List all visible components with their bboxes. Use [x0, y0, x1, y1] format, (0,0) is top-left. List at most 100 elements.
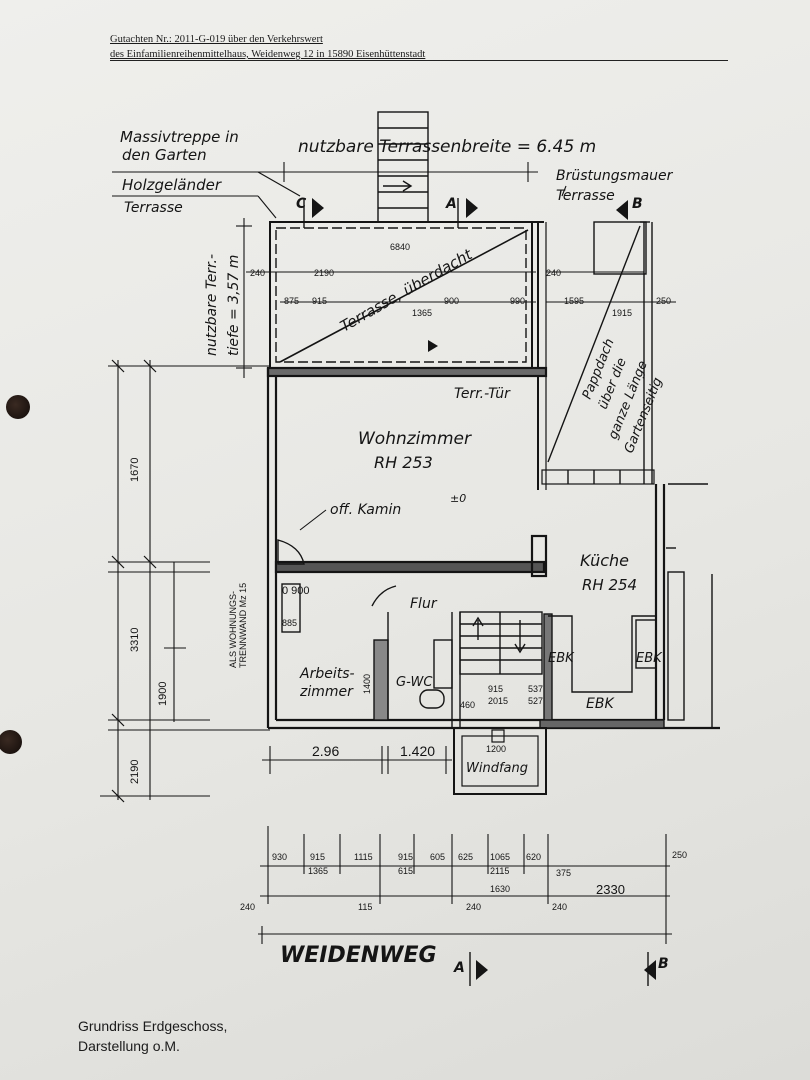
- bottom-dimension-chain: [258, 746, 672, 944]
- label-ebk-3: EBK: [586, 696, 615, 712]
- label-terr-tuer: Terr.-Tür: [454, 386, 511, 402]
- dim-b605: 605: [430, 852, 445, 862]
- dim-885: 885: [282, 618, 297, 628]
- label-wohnzimmer: Wohnzimmer: [358, 429, 472, 449]
- dim-240-a: 240: [250, 268, 265, 278]
- dim-1915: 1915: [612, 308, 632, 318]
- dim-2960: 2.96: [312, 743, 339, 759]
- label-nutzbare-tiefe-1: nutzbare Terr.-: [204, 254, 220, 356]
- dim-240-b: 240: [546, 268, 561, 278]
- label-ebk-1: EBK: [548, 651, 575, 666]
- punch-hole-bottom: [0, 730, 22, 754]
- label-leaders: [112, 171, 567, 531]
- label-massivtreppe-1: Massivtreppe in: [120, 128, 239, 146]
- punch-hole-top: [6, 395, 30, 419]
- label-offener-kamin: off. Kamin: [330, 502, 401, 518]
- caption-line-2: Darstellung o.M.: [78, 1038, 180, 1054]
- dim-990: 990: [510, 296, 525, 306]
- label-windfang: Windfang: [466, 761, 528, 776]
- label-terrasse-ueberdacht: Terrasse, überdacht: [337, 245, 476, 336]
- dim-b930: 930: [272, 852, 287, 862]
- right-outer-elements: [666, 483, 713, 728]
- dim-1200: 1200: [486, 744, 506, 754]
- label-rh-wohnzimmer: RH 253: [374, 453, 433, 472]
- dim-6840: 6840: [390, 242, 410, 252]
- label-terrasse-right: Terrasse: [556, 188, 615, 204]
- label-trennwand-2: TRENNWAND Mz 15: [238, 583, 248, 668]
- label-gwc: G-WC: [396, 675, 433, 690]
- dim-b375: 375: [556, 868, 571, 878]
- label-kueche: Küche: [580, 551, 629, 570]
- dim-b250: 250: [672, 850, 687, 860]
- header-line-1: Gutachten Nr.: 2011-G-019 über den Verke…: [110, 34, 323, 45]
- dim-b915: 915: [310, 852, 325, 862]
- left-dimension-chain: [100, 360, 270, 800]
- dim-1670: 1670: [129, 458, 141, 482]
- dim-915-b: 915: [488, 684, 503, 694]
- dim-b1365: 1365: [308, 866, 328, 876]
- dim-b1065: 1065: [490, 852, 510, 862]
- label-nutzbare-breite: nutzbare Terrassenbreite = 6.45 m: [298, 137, 596, 157]
- dim-915: 915: [312, 296, 327, 306]
- dim-1400: 1400: [362, 674, 372, 694]
- dim-b240-b: 240: [466, 902, 481, 912]
- fireplace: [277, 539, 305, 565]
- dim-527: 527: [528, 696, 543, 706]
- dim-b115: 115: [358, 902, 372, 912]
- caption-line-1: Grundriss Erdgeschoss,: [78, 1018, 228, 1034]
- section-markers: [303, 198, 656, 986]
- dim-900: 900: [444, 296, 459, 306]
- interior-stairs: [459, 611, 553, 721]
- dim-b615: 615: [398, 866, 413, 876]
- section-a-top: A: [445, 196, 457, 212]
- study-walls: [281, 583, 389, 721]
- dim-537: 537: [528, 684, 543, 694]
- label-rh-kueche: RH 254: [582, 576, 637, 594]
- label-arbeitszimmer-2: zimmer: [299, 684, 354, 700]
- dim-460: 460: [460, 700, 475, 710]
- right-parapet: [541, 221, 655, 485]
- label-bruestungsmauer: Brüstungsmauer: [556, 168, 674, 184]
- vestibule: [453, 727, 547, 795]
- dim-0-900: 0 900: [282, 585, 310, 597]
- dim-b625: 625: [458, 852, 473, 862]
- label-weidenweg: WEIDENWEG: [280, 943, 437, 968]
- dim-b240-a: 240: [240, 902, 255, 912]
- dim-b1630: 1630: [490, 884, 510, 894]
- section-b-bottom: B: [658, 956, 669, 972]
- label-holzgelaender: Holzgeländer: [122, 176, 222, 194]
- plan-caption: Grundriss Erdgeschoss, Darstellung o.M.: [78, 1016, 227, 1056]
- dim-250: 250: [656, 296, 671, 306]
- label-nutzbare-tiefe-2: tiefe = 3,57 m: [226, 255, 242, 356]
- door-swing-flur: [371, 585, 397, 607]
- header-line-2: des Einfamilienreihenmittelhaus, Weidenw…: [110, 49, 426, 60]
- kitchen-fittings: [539, 615, 665, 729]
- label-level-zero: ±0: [450, 492, 466, 505]
- dim-1420: 1.420: [400, 743, 435, 759]
- section-b-top: B: [632, 196, 643, 212]
- dim-1595: 1595: [564, 296, 584, 306]
- dim-b1115: 1115: [354, 852, 373, 862]
- document-header: Gutachten Nr.: 2011-G-019 über den Verke…: [110, 32, 730, 62]
- dim-1365: 1365: [412, 308, 432, 318]
- dim-b240-c: 240: [552, 902, 567, 912]
- handwritten-labels: Massivtreppe in den Garten Holzgeländer …: [120, 128, 674, 976]
- label-massivtreppe-2: den Garten: [122, 146, 207, 164]
- section-c-top: C: [296, 196, 307, 212]
- dim-2190: 2190: [314, 268, 334, 278]
- label-arbeitszimmer-1: Arbeits-: [299, 666, 355, 682]
- dim-b2330: 2330: [596, 882, 625, 897]
- dim-3310: 3310: [129, 628, 141, 652]
- label-terrasse-left: Terrasse: [124, 200, 183, 216]
- section-a-bottom: A: [453, 960, 465, 976]
- dim-1900: 1900: [157, 682, 169, 706]
- label-ebk-2: EBK: [636, 651, 663, 666]
- dim-b620: 620: [526, 852, 541, 862]
- dim-b2115: 2115: [490, 866, 509, 876]
- dim-2015: 2015: [488, 696, 508, 706]
- header-rule: [110, 60, 728, 61]
- partition-wall-note: ALS WOHNUNGS- TRENNWAND Mz 15: [228, 583, 248, 668]
- dimension-numbers: 6840 2190 240 240 1595 250 875 915 1365 …: [129, 242, 687, 912]
